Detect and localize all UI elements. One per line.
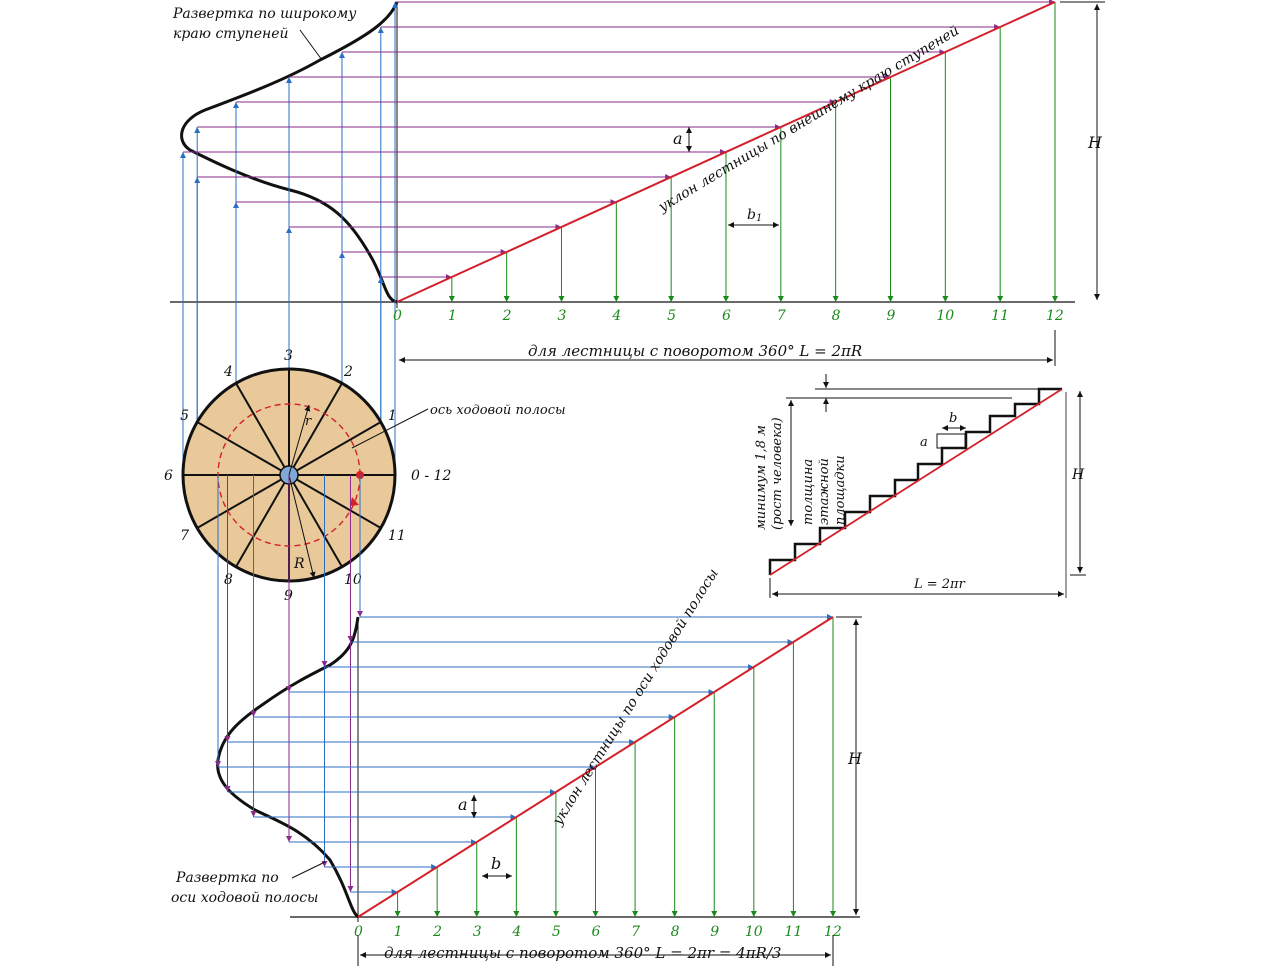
upper-tick-label: 6 — [722, 308, 731, 324]
side-L-label: L = 2πr — [913, 577, 966, 592]
R-radius-arrow — [288, 474, 316, 579]
plan-spoke — [235, 382, 286, 468]
plan-sector-label: 7 — [180, 528, 189, 544]
min-height-label: минимум 1,8 м(рост человека) — [754, 417, 785, 530]
plan-spoke — [196, 478, 282, 529]
plan-sector-label: 8 — [224, 572, 233, 588]
stair-plan: r R ось ходовой полосы 0 - 1212345678910… — [164, 348, 566, 604]
upper-risers — [448, 2, 1058, 302]
plan-spoke — [296, 478, 382, 529]
lower-tick-label: 11 — [784, 924, 802, 940]
plan-spoke — [292, 482, 343, 568]
upper-tick-label: 3 — [558, 308, 567, 324]
upper-a-label: a — [673, 129, 683, 148]
upper-tick-label: 5 — [667, 308, 676, 324]
plan-spokes — [183, 369, 395, 581]
lower-tick-label: 2 — [432, 924, 442, 940]
side-step-highlight — [936, 433, 966, 449]
lower-risers — [394, 617, 836, 917]
side-H-label: H — [1071, 467, 1085, 483]
lower-tick-label: 12 — [824, 924, 842, 940]
lower-projection-horizontals — [218, 614, 833, 895]
plan-sector-label: 0 - 12 — [411, 468, 451, 484]
upper-tick-label: 9 — [887, 308, 896, 324]
upper-span-label: для лестницы с поворотом 360° L = 2πR — [528, 342, 862, 360]
plan-sector-label: 2 — [343, 364, 353, 380]
R-label: R — [293, 556, 305, 572]
lower-span-label: для лестницы с поворотом 360° L = 2πr = … — [384, 944, 781, 962]
plan-spoke — [196, 421, 282, 472]
upper-H-label: H — [1087, 133, 1103, 152]
lower-a-label: a — [458, 795, 468, 814]
upper-b1-label: b1 — [747, 207, 762, 224]
plan-spoke — [292, 382, 343, 468]
direction-arrow-icon — [350, 497, 359, 506]
lower-tick-label: 3 — [473, 924, 482, 940]
plan-sector-label: 11 — [388, 528, 406, 544]
side-view: b a толщинаэтажнойплощадки минимум 1,8 м… — [754, 374, 1086, 598]
upper-sine-curve — [180, 1, 399, 304]
plan-sector-label: 10 — [344, 572, 362, 588]
lower-tick-label: 7 — [631, 924, 640, 940]
lower-tick-label: 0 — [354, 924, 363, 940]
lower-title-leader — [291, 861, 326, 879]
plan-sector-label: 6 — [164, 468, 173, 484]
upper-tick-label: 2 — [502, 308, 512, 324]
lower-tick-label: 4 — [511, 924, 521, 940]
plan-sector-label: 3 — [284, 348, 293, 364]
upper-tick-label: 1 — [448, 308, 457, 324]
upper-tick-label: 12 — [1046, 308, 1064, 324]
lower-tick-label: 6 — [592, 924, 601, 940]
upper-title-leader — [299, 29, 323, 61]
lower-H-label: H — [847, 749, 863, 768]
plan-sector-label: 1 — [388, 408, 397, 424]
landing-thickness-label: толщинаэтажнойплощадки — [801, 455, 848, 525]
r-label: r — [305, 414, 312, 429]
lower-tick-label: 10 — [745, 924, 763, 940]
upper-tick-label: 8 — [832, 308, 841, 324]
side-slope-line — [769, 388, 1063, 576]
upper-tick-label: 0 — [393, 308, 402, 324]
walk-axis-label: ось ходовой полосы — [430, 403, 566, 418]
plan-spoke — [296, 421, 382, 472]
lower-b-label: b — [491, 854, 501, 873]
upper-slope-line — [396, 1, 1056, 303]
upper-tick-label: 4 — [611, 308, 621, 324]
walk-axis-leader — [351, 408, 429, 449]
plan-sector-label: 5 — [180, 408, 189, 424]
lower-slope-line — [357, 616, 834, 918]
plan-sector-label: 4 — [223, 364, 233, 380]
lower-tick-label: 9 — [710, 924, 719, 940]
lower-tick-label: 5 — [552, 924, 561, 940]
lower-tick-label: 8 — [671, 924, 680, 940]
side-a-label: a — [920, 435, 928, 450]
upper-tick-label: 10 — [936, 308, 954, 324]
lower-tick-label: 1 — [394, 924, 403, 940]
side-b-label: b — [949, 411, 957, 426]
upper-projection-horizontals — [183, 0, 1055, 280]
upper-tick-label: 7 — [777, 308, 786, 324]
r-radius-arrow — [288, 404, 311, 476]
upper-tick-label: 11 — [991, 308, 1009, 324]
plan-spoke — [235, 482, 286, 568]
lower-projection-verticals — [215, 475, 363, 892]
